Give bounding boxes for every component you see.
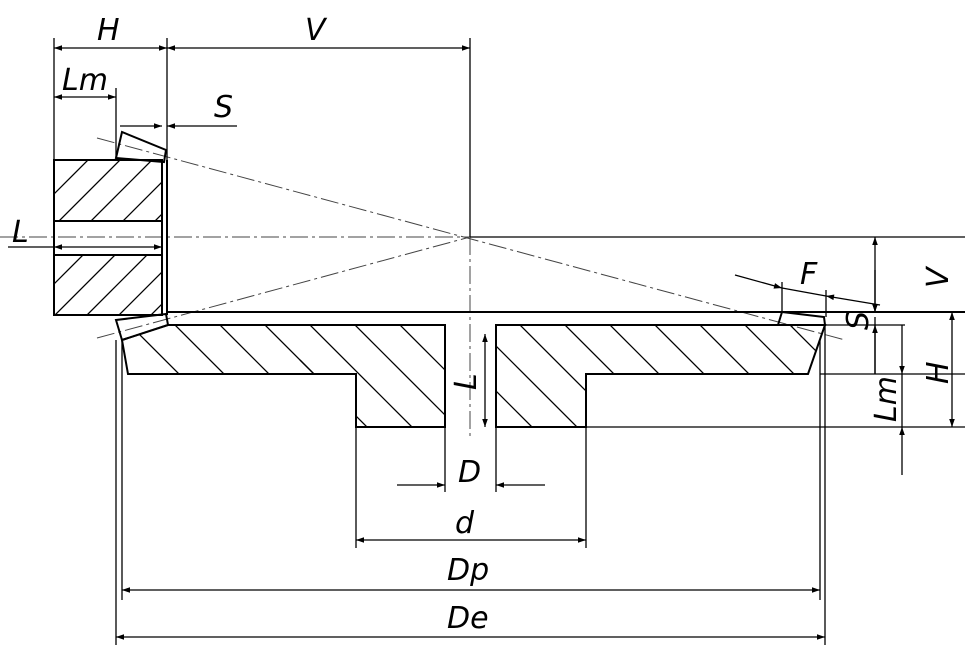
- pinion-hatch-bottom: [54, 255, 162, 315]
- gear-right-outline: [495, 324, 827, 428]
- gear-section: [120, 310, 965, 428]
- label-S-top: S: [214, 90, 233, 125]
- label-H-top: H: [97, 13, 120, 48]
- label-S-right: S: [841, 311, 876, 330]
- label-V-right: V: [921, 265, 956, 288]
- label-H-right: H: [921, 361, 956, 384]
- label-L-hub: L: [449, 373, 484, 390]
- label-Lm-top: Lm: [62, 63, 108, 98]
- label-De: De: [447, 601, 489, 636]
- label-L-left: L: [12, 215, 29, 250]
- label-F-right: F: [800, 257, 818, 292]
- label-D-bore: D: [458, 455, 481, 490]
- pinion-hatch-top: [54, 160, 162, 221]
- dimension-labels: H V Lm S L F D d Dp De L V S H Lm: [12, 13, 956, 636]
- dimension-lines: [8, 45, 955, 640]
- pinion-tooth-top: [114, 130, 168, 164]
- center-lines: [0, 137, 965, 440]
- label-V-top: V: [305, 13, 328, 48]
- extension-lines: [53, 38, 965, 645]
- label-d-hub: d: [455, 506, 475, 541]
- gear-tooth-right: [776, 310, 827, 326]
- dim-F-left: [734, 274, 783, 289]
- gear-hatch-right: [496, 325, 825, 427]
- pitch-cone-line-1: [96, 137, 846, 341]
- label-Lm-right: Lm: [869, 376, 904, 422]
- label-Dp: Dp: [447, 553, 489, 588]
- dim-F-right: [825, 294, 881, 306]
- pinion-section: [53, 130, 170, 342]
- pitch-cone-line-2: [96, 236, 471, 339]
- gear-left-outline: [120, 324, 446, 428]
